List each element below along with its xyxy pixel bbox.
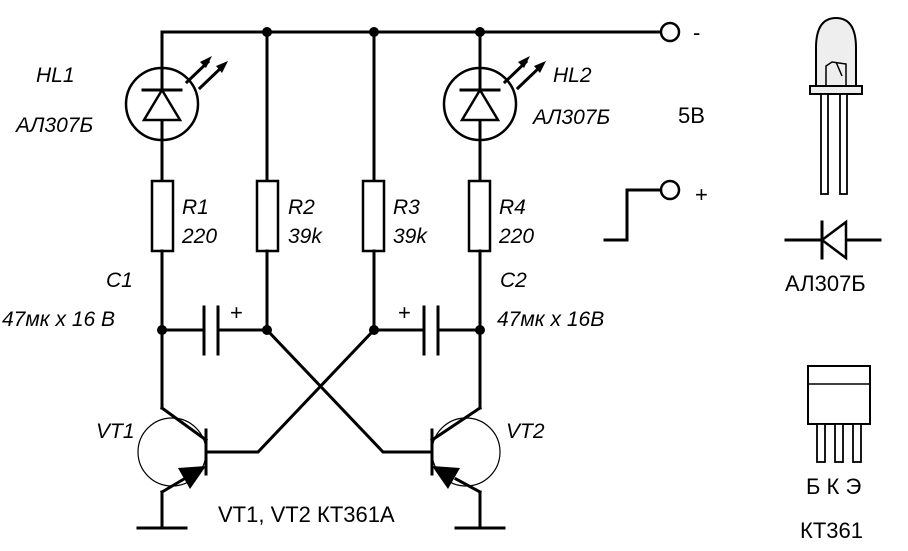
led-rays-icon [184,56,228,91]
resistor-r3 [361,30,386,332]
r4-ref: R4 [499,196,526,219]
capacitor-c2 [369,305,485,356]
minus-terminal [659,21,681,43]
transistor-pinout-label: КТ361 [800,518,863,543]
transistor-package-icon [807,365,871,463]
hl1-ref: HL1 [36,64,75,87]
voltage-label: 5В [678,103,705,128]
top-rail [160,21,681,43]
hl1-type: АЛ307Б [14,114,93,137]
r1-ref: R1 [182,196,209,219]
r3-value: 39k [393,225,428,248]
hl2-ref: HL2 [553,64,592,87]
c1-value: 47мк х 16 В [2,308,115,331]
c2-ref: C2 [500,269,527,292]
plus-terminal-group [603,179,681,242]
diode-symbol-icon [784,219,882,261]
r3-ref: R3 [393,196,420,219]
resistor-r2 [255,30,280,332]
minus-label: - [693,20,700,45]
led-hl1-symbol [124,30,228,182]
hl2-type: АЛ307Б [531,106,610,129]
led-package-icon [809,16,863,195]
transistor-vt2 [429,328,506,530]
resistor-r4 [467,179,492,332]
transistor-vt1 [136,328,209,530]
r1-value: 220 [181,225,217,248]
r2-ref: R2 [288,196,315,219]
c2-polarity: + [398,300,411,325]
led-rays-icon [502,56,546,91]
transistor-note: VT1, VT2 КТ361А [218,502,395,527]
cross-coupling-wires [204,327,434,454]
plus-label: + [695,182,708,207]
led-pinout-label: АЛ307Б [785,271,866,296]
vt2-ref: VT2 [506,420,545,443]
c2-value: 47мк х 16В [497,308,604,331]
capacitor-c1 [157,305,272,356]
c1-polarity: + [230,300,243,325]
r2-value: 39k [288,225,323,248]
plus-terminal [659,179,681,201]
resistor-r1 [150,179,175,332]
r4-value: 220 [498,225,534,248]
vt1-ref: VT1 [96,420,135,443]
transistor-pins-label: Б К Э [806,474,861,499]
c1-ref: C1 [106,269,133,292]
led-hl2-symbol [442,30,546,182]
